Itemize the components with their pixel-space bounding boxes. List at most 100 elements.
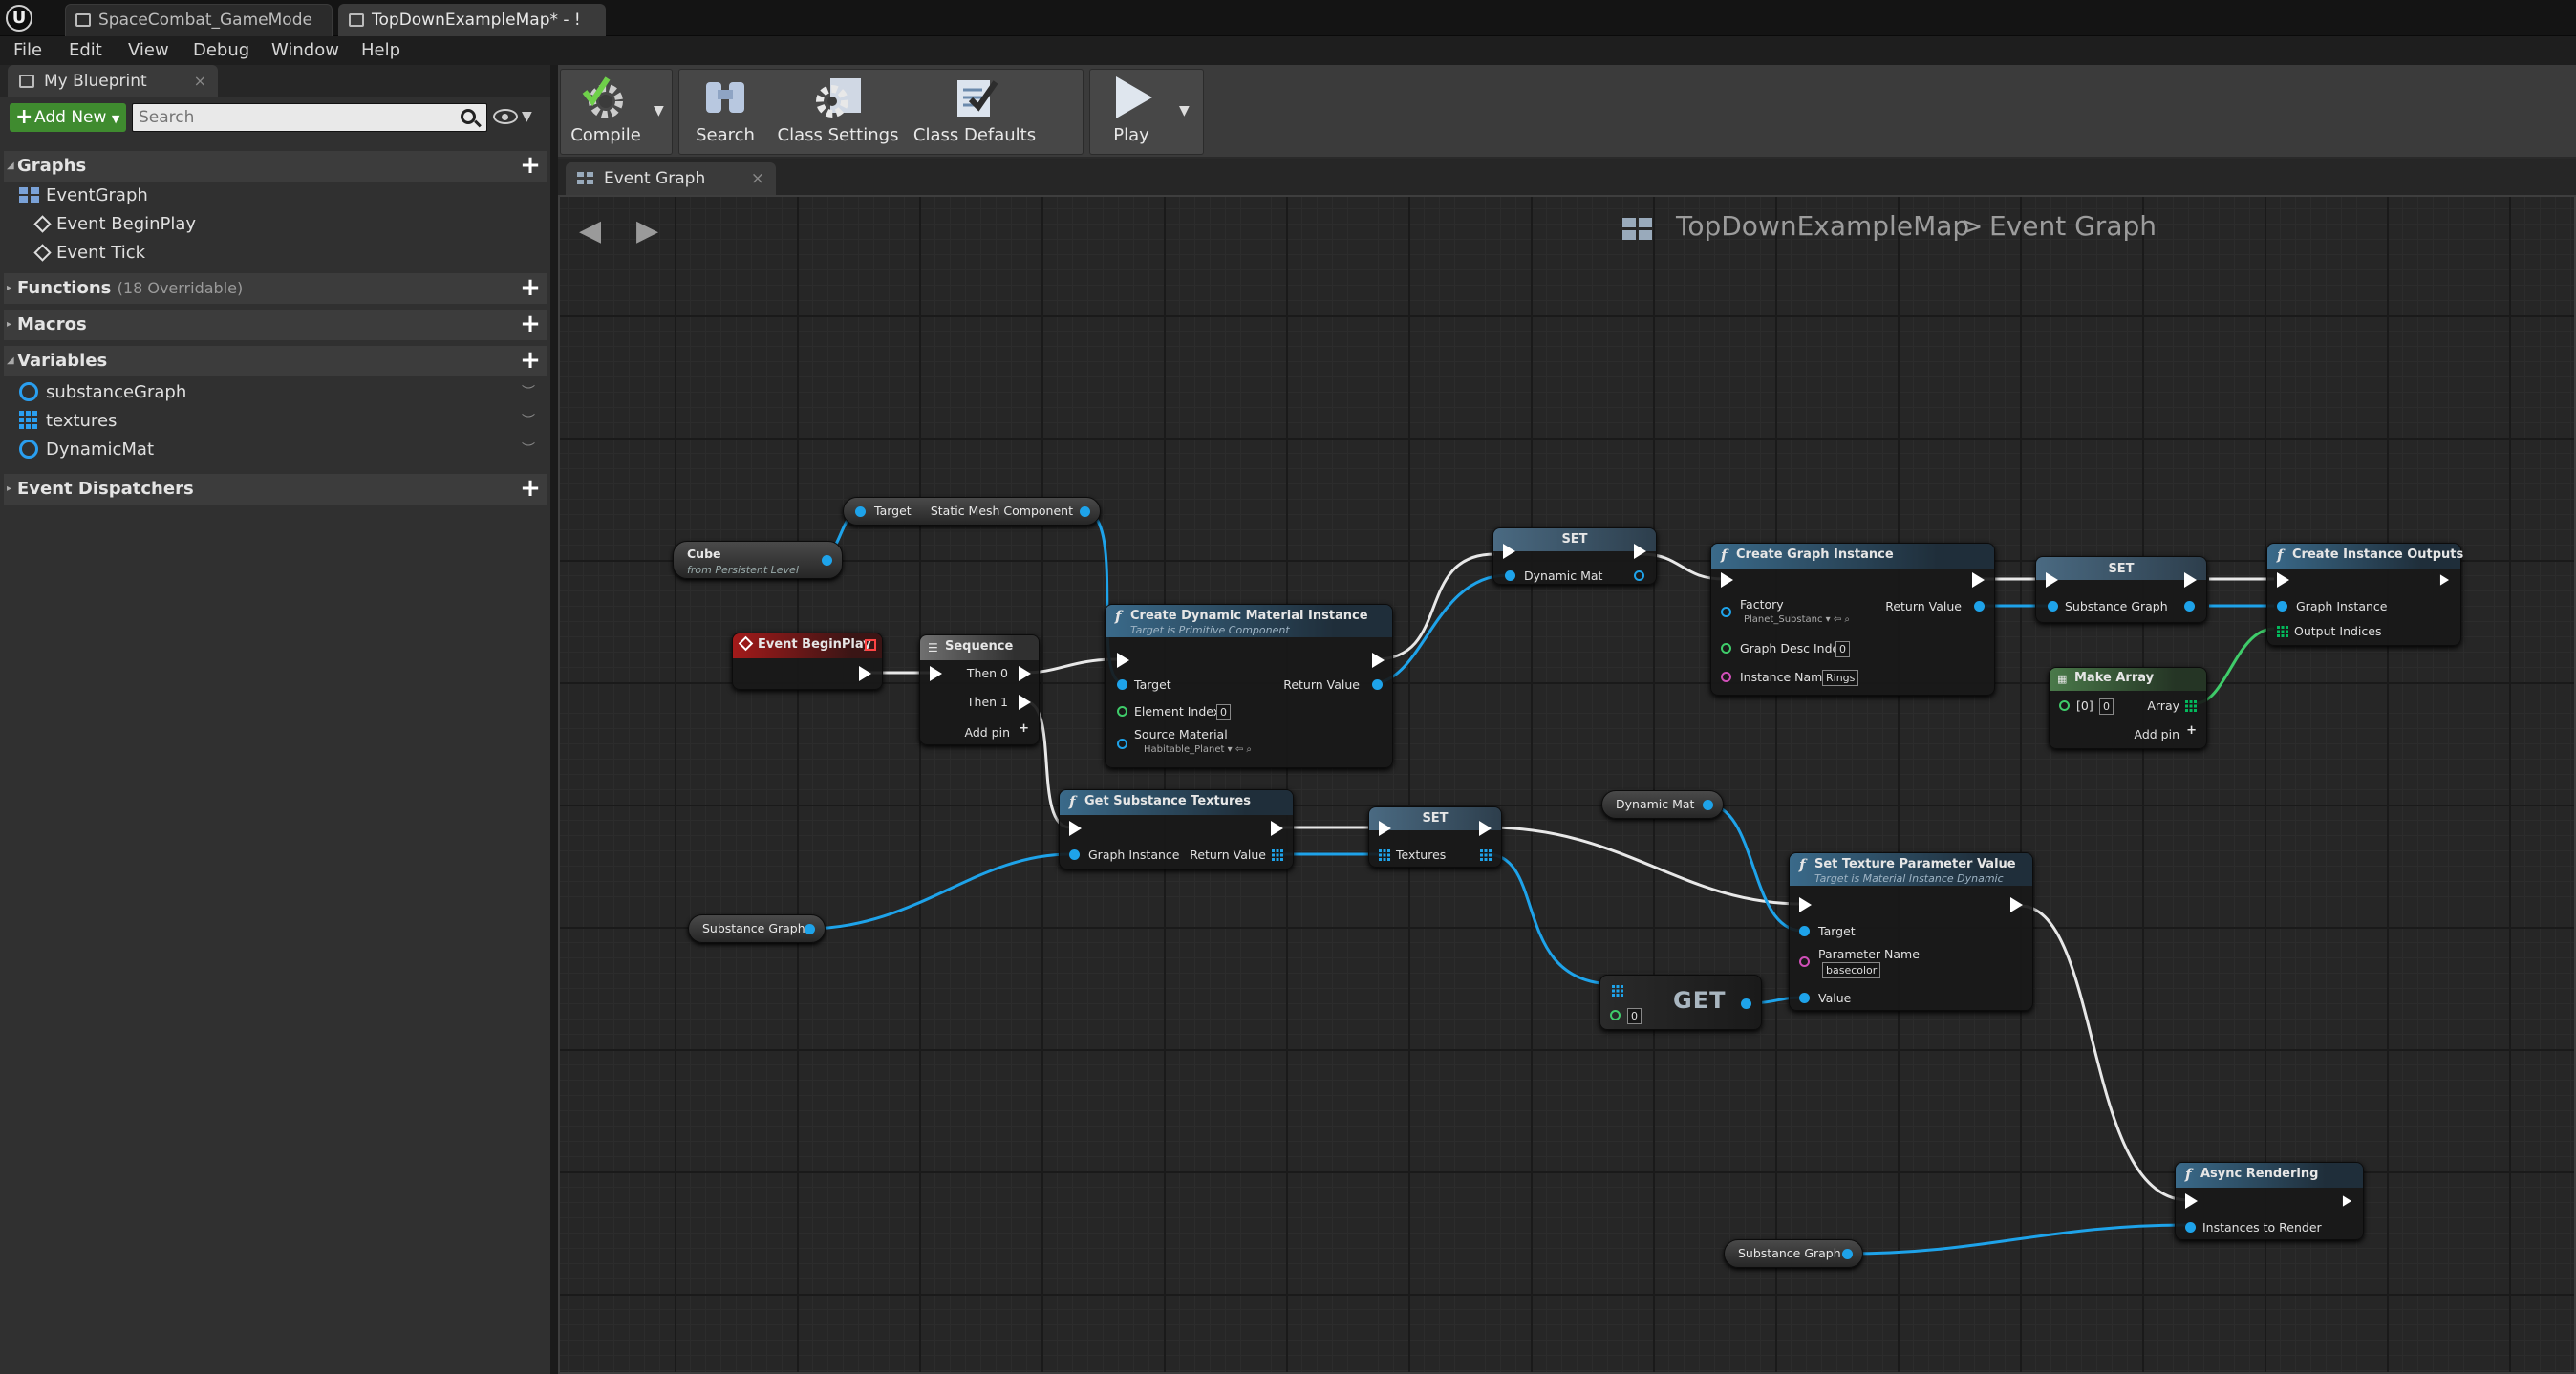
exec-out-pin[interactable] [1271,821,1283,836]
menu-debug[interactable]: Debug [193,40,250,60]
node-get-substance-graph-2[interactable]: Substance Graph [1724,1239,1863,1268]
exec-out-pin[interactable] [859,666,871,681]
class-defaults-button[interactable]: Class Defaults [908,71,1041,153]
tree-item-event-tick[interactable]: Event Tick [33,243,145,263]
add-dispatcher-icon[interactable]: + [520,474,541,503]
pin-value[interactable] [1799,993,1810,1003]
node-cube-reference[interactable]: Cube from Persistent Level [673,541,843,579]
pin-source-material[interactable] [1117,739,1127,749]
pin-substance-graph-in[interactable] [2048,601,2058,612]
then0-pin[interactable] [1019,666,1031,681]
pin-target[interactable] [855,506,866,517]
eye-closed-icon[interactable]: ︶ [522,385,535,400]
node-get-substance-textures[interactable]: f Get Substance Textures Graph Instance … [1059,789,1294,869]
exec-in-pin[interactable] [2046,572,2058,588]
section-event-dispatchers[interactable]: ▸ Event Dispatchers + [4,474,547,505]
node-get-static-mesh-component[interactable]: Target Static Mesh Component [843,497,1101,526]
section-macros[interactable]: ▸ Macros + [4,310,547,340]
play-options-chevron-icon[interactable]: ▼ [1179,103,1190,118]
pin-output-indices[interactable] [2277,626,2288,637]
exec-in-pin[interactable] [1503,544,1515,559]
eye-closed-icon[interactable]: ︶ [522,414,535,429]
node-async-rendering[interactable]: f Async Rendering Instances to Render [2175,1162,2364,1240]
exec-out-pin[interactable] [1479,821,1492,836]
compile-button[interactable]: Compile [562,71,650,153]
parameter-name-input[interactable]: basecolor [1822,962,1881,978]
pin-return-value[interactable] [1272,849,1283,861]
then1-pin[interactable] [1019,695,1031,710]
node-set-substance-graph[interactable]: SET Substance Graph [2035,556,2207,623]
pin-return-value[interactable] [1372,679,1383,690]
node-get-dynamic-mat[interactable]: Dynamic Mat [1601,790,1724,819]
section-variables[interactable]: ◢ Variables + [4,346,547,376]
close-icon[interactable]: × [193,72,206,90]
my-blueprint-tab[interactable]: My Blueprint × [8,65,218,97]
graph-desc-index-input[interactable]: 0 [1835,641,1850,657]
exec-out-pin[interactable] [2438,572,2451,588]
instance-name-input[interactable]: Rings [1822,670,1859,686]
variable-substancegraph[interactable]: substanceGraph ︶ [19,382,543,402]
pin-textures-out[interactable] [1480,849,1492,861]
menu-window[interactable]: Window [271,40,339,60]
exec-out-pin[interactable] [1372,653,1385,668]
pin-dynamic-mat-out[interactable] [1634,570,1644,581]
node-sequence[interactable]: ☰ Sequence Then 0 Then 1 Add pin + [919,634,1040,745]
back-arrow-icon[interactable]: ◀ [579,214,602,247]
pin-cube-out[interactable] [822,555,832,566]
breadcrumb-root[interactable]: TopDownExampleMap [1676,210,1970,242]
add-graph-icon[interactable]: + [520,151,541,180]
variable-dynamicmat[interactable]: DynamicMat ︶ [19,440,543,460]
play-button[interactable]: Play [1093,71,1170,153]
exec-in-pin[interactable] [2185,1193,2198,1209]
pin-target[interactable] [1117,679,1127,690]
exec-out-pin[interactable] [2010,897,2023,912]
node-get-substance-graph[interactable]: Substance Graph [688,914,826,943]
exec-in-pin[interactable] [1379,821,1391,836]
pin-substance-graph-out[interactable] [2184,601,2195,612]
plus-icon[interactable]: + [1019,721,1029,736]
exec-out-pin[interactable] [1972,572,1985,588]
exec-in-pin[interactable] [1117,653,1129,668]
exec-out-pin[interactable] [2341,1193,2353,1209]
get-index-input[interactable]: 0 [1627,1008,1642,1024]
search-input[interactable] [132,103,487,132]
forward-arrow-icon[interactable]: ▶ [636,214,659,247]
unreal-logo-icon[interactable]: U [6,5,32,32]
graph-canvas[interactable]: ◀ ▶ TopDownExampleMap > Event Graph [558,195,2576,1374]
pin-index-0[interactable] [2059,700,2070,711]
add-macro-icon[interactable]: + [520,310,541,338]
node-set-texture-parameter-value[interactable]: f Set Texture Parameter Value Target is … [1789,852,2033,1011]
element-index-input[interactable]: 0 [1216,704,1231,720]
factory-select[interactable]: Planet_Substanc ▾ ⇦ ⌕ [1744,614,1851,625]
node-set-textures[interactable]: SET Textures [1368,806,1502,868]
plus-icon[interactable]: + [2186,723,2197,738]
pin-instance-name[interactable] [1721,672,1731,682]
pin-substance-graph-out[interactable] [1842,1249,1853,1259]
pin-factory[interactable] [1721,607,1731,617]
search-button[interactable]: Search [682,71,768,153]
node-set-dynamic-mat[interactable]: SET Dynamic Mat [1492,527,1657,585]
pin-graph-instance[interactable] [2277,601,2287,612]
class-settings-button[interactable]: Class Settings [770,71,906,153]
menu-file[interactable]: File [13,40,43,60]
pin-array-in[interactable] [1612,985,1623,997]
exec-out-pin[interactable] [1634,544,1646,559]
pin-target[interactable] [1799,926,1810,936]
node-create-instance-outputs[interactable]: f Create Instance Outputs Graph Instance… [2266,543,2463,646]
doc-tab-map[interactable]: TopDownExampleMap* - ! [338,4,606,36]
node-event-beginplay[interactable]: Event BeginPlay [732,633,883,690]
eye-icon[interactable] [493,109,518,124]
pin-dynamic-mat-in[interactable] [1505,570,1515,581]
doc-tab-gamemode[interactable]: SpaceCombat_GameMode [65,4,333,36]
pin-graph-instance[interactable] [1069,849,1080,860]
pin-dynamic-mat-out[interactable] [1703,800,1713,810]
compile-options-chevron-icon[interactable]: ▼ [654,103,664,118]
menu-view[interactable]: View [128,40,169,60]
pin-item-out[interactable] [1741,998,1751,1009]
add-new-button[interactable]: + Add New ▼ [10,103,126,132]
exec-in-pin[interactable] [1069,821,1082,836]
exec-out-pin[interactable] [2184,572,2197,588]
search-icon[interactable] [461,109,476,124]
menu-edit[interactable]: Edit [69,40,102,60]
close-icon[interactable]: × [750,169,764,188]
